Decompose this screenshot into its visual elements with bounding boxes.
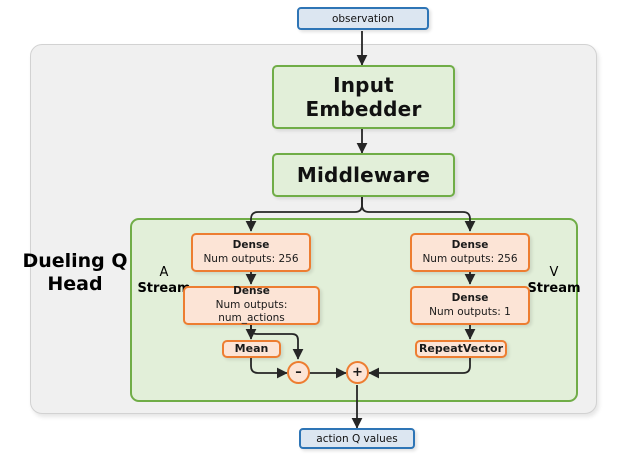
a-stream-dense-256-node[interactable]: Dense Num outputs: 256 — [191, 233, 311, 272]
a-stream-dense-numactions-title: Dense — [233, 285, 270, 298]
a-stream-dense-256-title: Dense — [232, 239, 270, 252]
v-stream-label: V Stream — [527, 265, 581, 297]
arrow-a-dense2-to-subtract — [250, 325, 304, 360]
observation-node[interactable]: observation — [297, 7, 429, 30]
dueling-q-head-label-line1: Dueling Q — [22, 250, 128, 272]
subtract-operator-symbol: – — [295, 365, 302, 380]
input-embedder-label: Input Embedder — [305, 73, 422, 121]
mean-label: Mean — [234, 341, 269, 355]
subtract-operator-node[interactable]: – — [287, 361, 310, 384]
mean-node[interactable]: Mean — [222, 340, 281, 358]
v-stream-label-line1: V — [549, 265, 559, 280]
arrow-middleware-to-a-dense1 — [245, 197, 363, 232]
middleware-label: Middleware — [296, 163, 431, 187]
action-q-values-label: action Q values — [316, 432, 398, 445]
a-stream-dense-256-outputs: Num outputs: 256 — [203, 252, 299, 265]
a-stream-label-line2: Stream — [137, 280, 191, 296]
arrow-mean-to-subtract — [250, 358, 288, 379]
v-stream-dense-1-outputs: Num outputs: 1 — [429, 305, 511, 318]
v-stream-dense-256-outputs: Num outputs: 256 — [422, 252, 518, 265]
input-embedder-node[interactable]: Input Embedder — [272, 65, 455, 129]
dueling-q-head-label-line2: Head — [47, 273, 103, 296]
add-operator-symbol: + — [352, 365, 363, 380]
v-stream-dense-256-node[interactable]: Dense Num outputs: 256 — [410, 233, 530, 272]
repeatvector-label: RepeatVector — [418, 341, 504, 355]
a-stream-label-line1: A — [159, 265, 169, 280]
v-stream-dense-1-title: Dense — [451, 292, 489, 305]
middleware-node[interactable]: Middleware — [272, 153, 455, 197]
v-stream-dense-256-title: Dense — [451, 239, 489, 252]
repeatvector-node[interactable]: RepeatVector — [415, 340, 507, 358]
a-stream-dense-numactions-outputs: Num outputs: num_actions — [215, 298, 288, 325]
v-stream-dense-1-node[interactable]: Dense Num outputs: 1 — [410, 286, 530, 325]
action-q-values-node[interactable]: action Q values — [299, 428, 415, 449]
v-stream-label-line2: Stream — [527, 280, 581, 296]
a-stream-label: A Stream — [137, 265, 191, 297]
dueling-q-head-label: Dueling Q Head — [20, 250, 130, 296]
a-stream-dense-numactions-node[interactable]: Dense Num outputs: num_actions — [183, 285, 320, 325]
add-operator-node[interactable]: + — [346, 361, 369, 384]
observation-label: observation — [331, 12, 395, 25]
arrow-middleware-to-v-dense1 — [361, 197, 476, 232]
arrow-repeatvector-to-add — [368, 358, 471, 379]
